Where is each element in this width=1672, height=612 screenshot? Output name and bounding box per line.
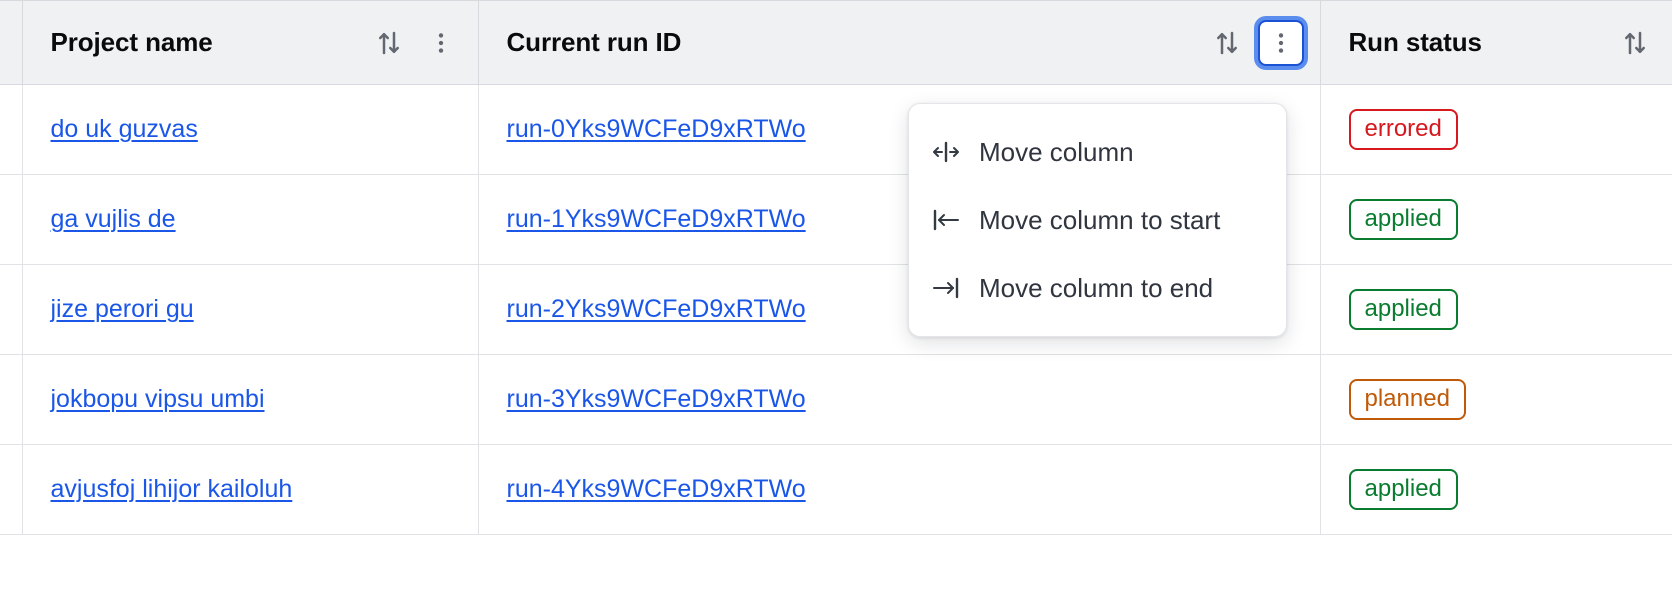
table-row: avjusfoj lihijor kailoluh run-4Yks9WCFeD… (0, 444, 1672, 535)
status-badge: applied (1348, 468, 1458, 511)
cell-current-run-id: run-4Yks9WCFeD9xRTWo (478, 444, 1321, 535)
run-id-link[interactable]: run-3Yks9WCFeD9xRTWo (506, 385, 806, 413)
project-name-link[interactable]: jize perori gu (50, 295, 194, 323)
cell-project-name: ga vujlis de (22, 174, 479, 265)
cell-project-name: do uk guzvas (22, 84, 479, 175)
menu-item-move-column-to-start[interactable]: Move column to start (909, 186, 1286, 254)
run-id-link[interactable]: run-4Yks9WCFeD9xRTWo (506, 475, 806, 503)
move-to-end-icon (931, 275, 969, 301)
table-row: jokbopu vipsu umbi run-3Yks9WCFeD9xRTWo … (0, 354, 1672, 445)
status-badge: applied (1348, 288, 1458, 331)
cell-run-status: planned (1320, 354, 1672, 445)
cell-project-name: jokbopu vipsu umbi (22, 354, 479, 445)
column-header-project-name[interactable]: Project name (22, 0, 479, 85)
status-badge: planned (1348, 378, 1466, 421)
kebab-menu-icon[interactable] (420, 22, 462, 64)
kebab-menu-icon[interactable] (1257, 19, 1304, 66)
project-name-link[interactable]: ga vujlis de (50, 205, 176, 233)
project-name-link[interactable]: do uk guzvas (50, 115, 198, 143)
menu-item-label: Move column to end (979, 272, 1214, 303)
row-gutter-cell (0, 84, 23, 175)
table-body: do uk guzvas run-0Yks9WCFeD9xRTWo errore… (0, 84, 1672, 535)
table-row: do uk guzvas run-0Yks9WCFeD9xRTWo errore… (0, 84, 1672, 175)
column-header-run-status[interactable]: Run status (1320, 0, 1672, 85)
column-header-controls (368, 22, 462, 64)
project-name-link[interactable]: avjusfoj lihijor kailoluh (50, 475, 293, 503)
status-badge: errored (1348, 108, 1458, 151)
move-column-icon (931, 139, 969, 165)
cell-project-name: jize perori gu (22, 264, 479, 355)
status-badge: applied (1348, 198, 1458, 241)
column-header-label: Current run ID (506, 27, 682, 57)
column-header-controls (1206, 19, 1304, 66)
run-id-link[interactable]: run-0Yks9WCFeD9xRTWo (506, 115, 806, 143)
menu-item-move-column[interactable]: Move column (909, 118, 1286, 186)
column-header-label: Run status (1348, 27, 1482, 57)
column-options-menu: Move column Move column to start Move co… (908, 103, 1287, 337)
cell-run-status: applied (1320, 264, 1672, 355)
run-id-link[interactable]: run-1Yks9WCFeD9xRTWo (506, 205, 806, 233)
cell-run-status: applied (1320, 444, 1672, 535)
sort-updown-icon[interactable] (1614, 22, 1656, 64)
row-gutter-cell (0, 264, 23, 355)
cell-current-run-id: run-3Yks9WCFeD9xRTWo (478, 354, 1321, 445)
menu-item-label: Move column (979, 136, 1134, 167)
move-to-start-icon (931, 207, 969, 233)
row-gutter-cell (0, 174, 23, 265)
menu-item-label: Move column to start (979, 204, 1221, 235)
cell-run-status: errored (1320, 84, 1672, 175)
column-header-current-run-id[interactable]: Current run ID (478, 0, 1321, 85)
table-row: ga vujlis de run-1Yks9WCFeD9xRTWo applie… (0, 174, 1672, 265)
table-header-row: Project name (0, 0, 1672, 85)
row-select-gutter-header (0, 0, 23, 85)
menu-item-move-column-to-end[interactable]: Move column to end (909, 254, 1286, 322)
sort-updown-icon[interactable] (368, 22, 410, 64)
table-row: jize perori gu run-2Yks9WCFeD9xRTWo appl… (0, 264, 1672, 355)
projects-table: Project name (0, 0, 1672, 535)
column-header-label: Project name (50, 27, 213, 57)
row-gutter-cell (0, 354, 23, 445)
project-name-link[interactable]: jokbopu vipsu umbi (50, 385, 265, 413)
run-id-link[interactable]: run-2Yks9WCFeD9xRTWo (506, 295, 806, 323)
column-header-controls (1614, 22, 1656, 64)
row-gutter-cell (0, 444, 23, 535)
sort-updown-icon[interactable] (1206, 22, 1248, 64)
cell-run-status: applied (1320, 174, 1672, 265)
table-header: Project name (0, 0, 1672, 85)
cell-project-name: avjusfoj lihijor kailoluh (22, 444, 479, 535)
